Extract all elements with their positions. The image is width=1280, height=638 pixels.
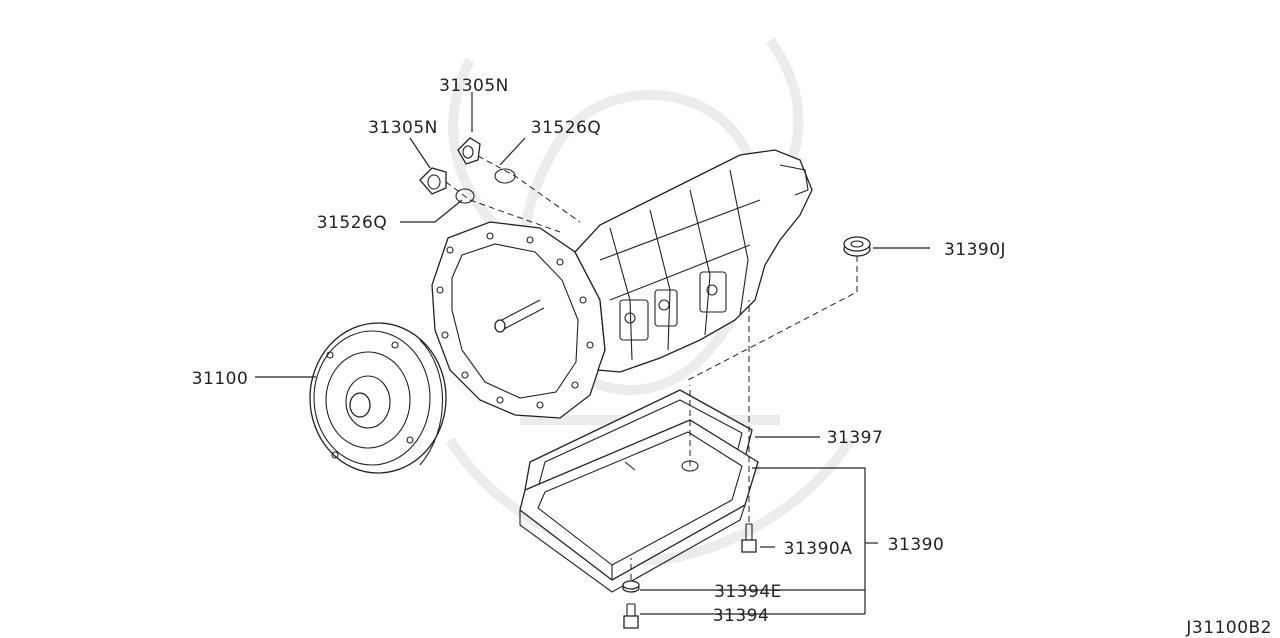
callout-31394: 31394 [713,606,770,626]
callout-31526q-upper: 31526Q [531,118,601,138]
sensor-lower [419,167,447,195]
callout-31397: 31397 [827,428,884,448]
sensor-upper [457,137,481,165]
callout-31390: 31390 [888,535,945,555]
transmission-case [431,149,813,419]
oil-pan [519,419,759,593]
callout-31100: 31100 [192,369,249,389]
callout-31390a: 31390A [784,539,853,559]
callout-31305n-upper: 31305N [439,76,509,96]
washer-31394e [622,580,640,593]
callout-31305n-lower: 31305N [368,118,438,138]
torque-converter [309,322,447,474]
grommet [843,236,871,257]
diagram-code: J31100B2 [1185,618,1272,638]
callout-31390j: 31390J [944,240,1006,260]
flange-bolts [436,232,594,409]
leader-lines [255,92,930,615]
drain-plug-31394 [623,603,639,629]
callout-31526q-lower: 31526Q [317,213,387,233]
callout-31394e: 31394E [714,582,782,602]
o-ring-lower [455,188,475,204]
pan-bolt-31390a [741,523,757,553]
